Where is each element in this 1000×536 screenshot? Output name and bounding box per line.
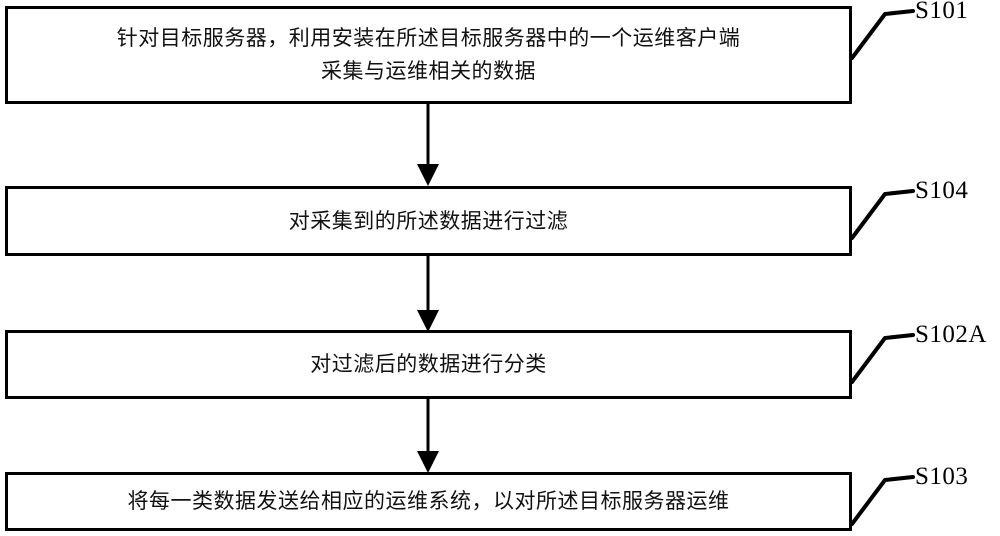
step-label-s101: S101 — [915, 0, 969, 24]
flow-step-box-s104[interactable]: 对采集到的所述数据进行过滤 — [5, 186, 852, 256]
connector-arrow-s102a-s103 — [417, 399, 439, 473]
flow-step-text-s101: 针对目标服务器，利用安装在所述目标服务器中的一个运维客户端 采集与运维相关的数据 — [116, 26, 741, 83]
step-label-s104: S104 — [915, 177, 969, 204]
connector-arrow-s104-s102a — [417, 256, 439, 332]
flow-step-text-s102a: 对过滤后的数据进行分类 — [310, 352, 547, 377]
step-label-s102a: S102A — [915, 321, 987, 348]
connector-arrow-s101-s104 — [417, 104, 439, 186]
flow-step-text-s103: 将每一类数据发送给相应的运维系统，以对所述目标服务器运维 — [127, 489, 730, 514]
step-label-s103: S103 — [915, 463, 969, 490]
flow-step-text-s104: 对采集到的所述数据进行过滤 — [288, 208, 569, 233]
flow-step-box-s102a[interactable]: 对过滤后的数据进行分类 — [5, 330, 852, 399]
flow-step-box-s103[interactable]: 将每一类数据发送给相应的运维系统，以对所述目标服务器运维 — [5, 472, 852, 531]
flow-step-box-s101[interactable]: 针对目标服务器，利用安装在所述目标服务器中的一个运维客户端 采集与运维相关的数据 — [5, 6, 852, 104]
